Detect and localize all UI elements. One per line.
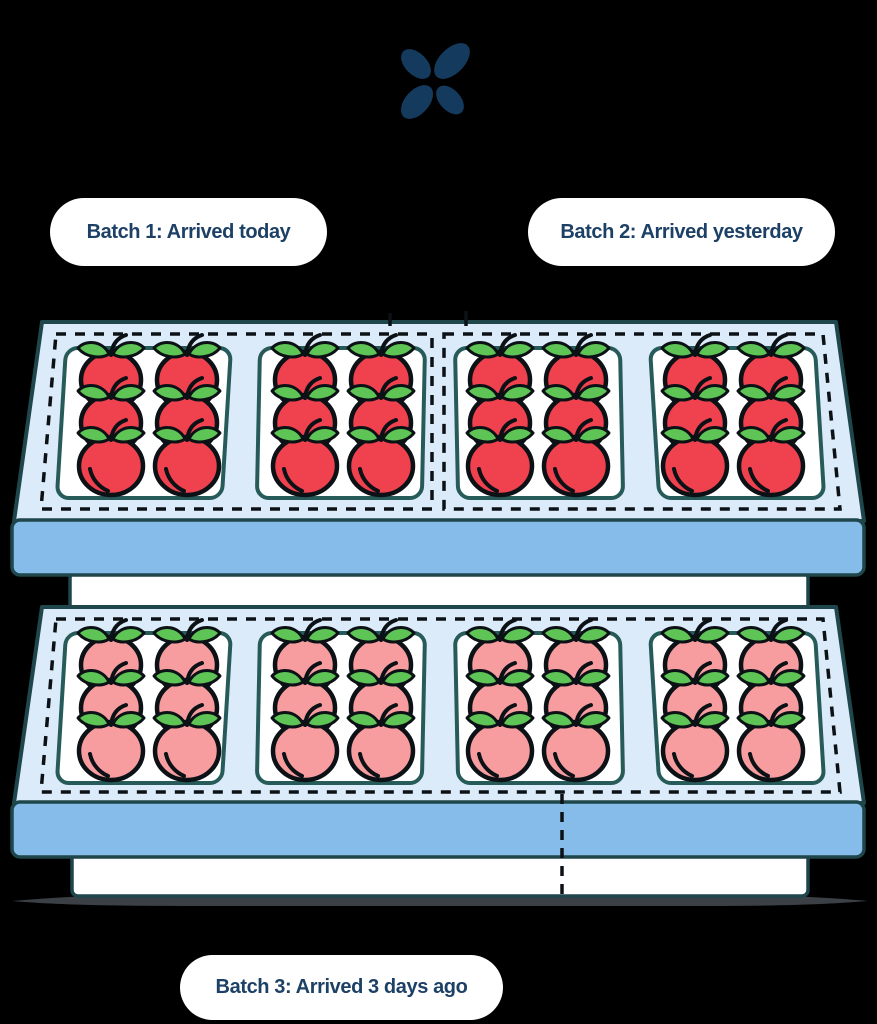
batch2-label-text: Batch 2: Arrived yesterday: [560, 220, 803, 243]
butterfly-logo: [400, 43, 470, 119]
top-shelf: [10, 311, 866, 577]
batch2-label-pill: Batch 2: Arrived yesterday: [528, 198, 835, 266]
bottom-shelf: [10, 605, 866, 859]
batch3-label-text: Batch 3: Arrived 3 days ago: [215, 976, 468, 998]
batch1-label-text: Batch 1: Arrived today: [86, 220, 291, 243]
batch3-label-pill: Batch 3: Arrived 3 days ago: [180, 955, 503, 1020]
batch1-label-pill: Batch 1: Arrived today: [50, 198, 327, 266]
